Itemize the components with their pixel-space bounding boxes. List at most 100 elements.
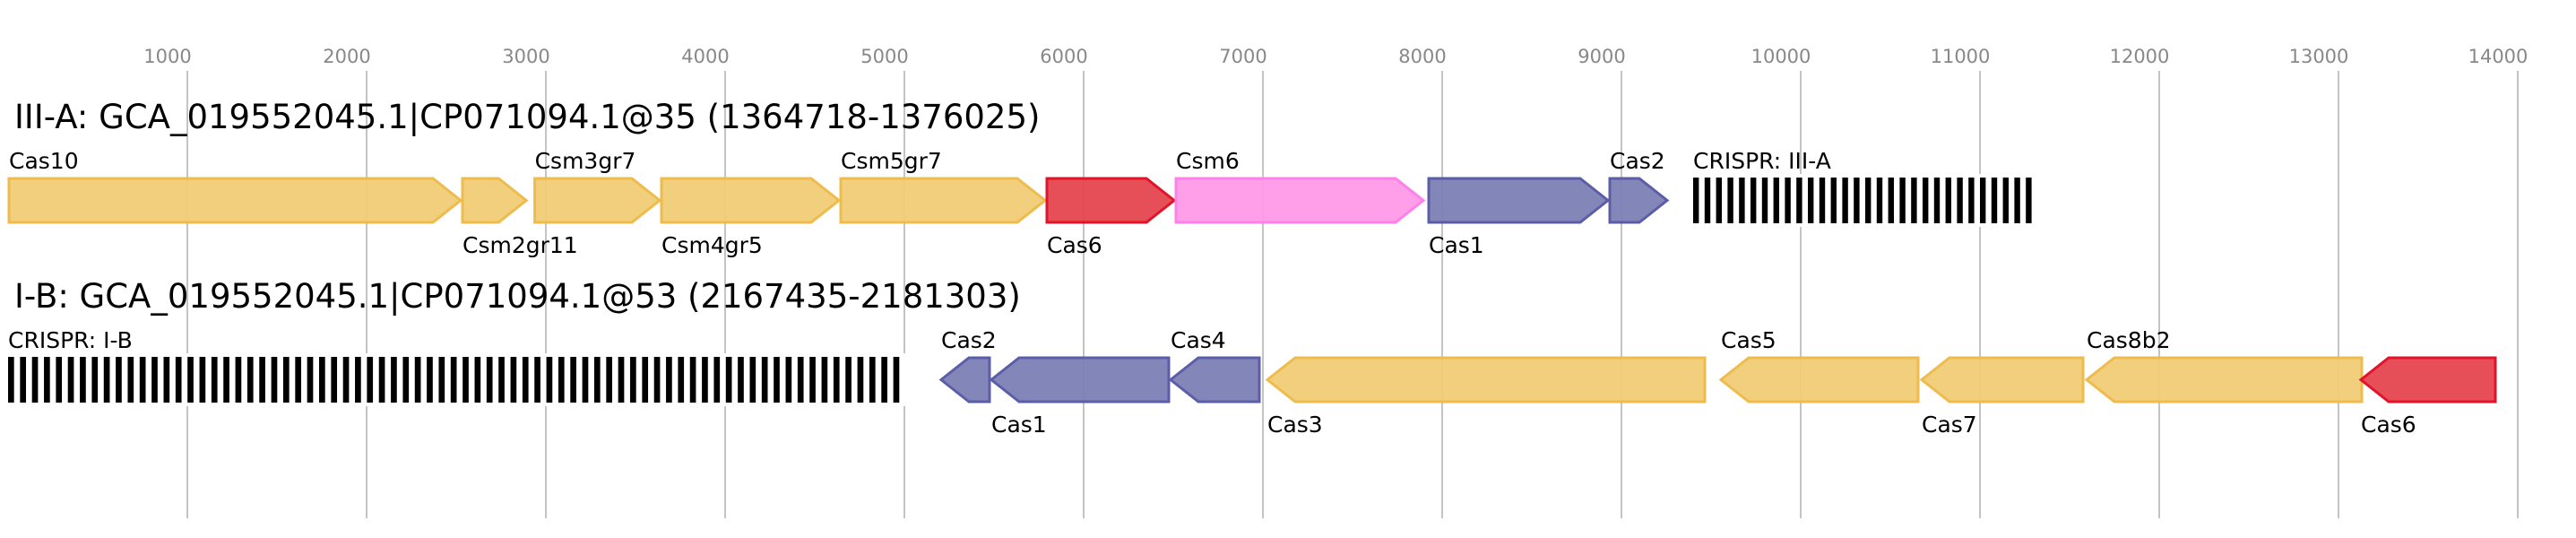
crispr-repeat <box>486 357 493 403</box>
crispr-repeat <box>678 357 685 403</box>
crispr-repeat <box>271 357 278 403</box>
crispr-repeat <box>869 357 876 403</box>
crispr-repeat <box>1980 178 1986 223</box>
crispr-repeat <box>474 357 481 403</box>
crispr-repeat <box>20 357 27 403</box>
crispr-repeat <box>1968 178 1975 223</box>
gene-cas8b2: Cas8b2 <box>2084 327 2364 404</box>
locus-iii-a: III-A: GCA_019552045.1|CP071094.1@35 (13… <box>7 98 2039 258</box>
crispr-repeat <box>1911 178 1917 223</box>
crispr-repeat <box>1785 178 1791 223</box>
crispr-repeat <box>1830 178 1837 223</box>
gene-label: Csm2gr11 <box>462 232 578 258</box>
crispr-repeat <box>857 357 864 403</box>
x-tick-label: 6000 <box>1040 46 1087 67</box>
x-tick-label: 4000 <box>681 46 729 67</box>
gene-arrow <box>461 177 529 224</box>
crispr-repeat <box>1796 178 1802 223</box>
crispr-repeat <box>1876 178 1883 223</box>
gene-label: Cas2 <box>1610 148 1665 174</box>
crispr-repeat <box>642 357 649 403</box>
crispr-repeat <box>666 357 672 403</box>
crispr-label: CRISPR: I-B <box>8 327 133 353</box>
gene-label: Cas6 <box>2361 412 2416 438</box>
crispr-repeat <box>1945 178 1951 223</box>
crispr-repeat <box>809 357 816 403</box>
gene-arrow <box>2358 356 2497 404</box>
crispr-repeat <box>116 357 122 403</box>
crispr-repeat <box>1727 178 1733 223</box>
crispr-repeat <box>175 357 182 403</box>
crispr-repeat <box>833 357 840 403</box>
gene-arrow <box>1168 356 1261 404</box>
gene-label: Cas1 <box>1429 232 1484 258</box>
gene-label: Csm4gr5 <box>661 232 763 258</box>
crispr-repeat <box>391 357 397 403</box>
crispr-array: CRISPR: I-B <box>6 327 907 406</box>
crispr-repeat <box>1888 178 1894 223</box>
gene-arrow <box>989 356 1171 404</box>
crispr-repeat <box>1923 178 1929 223</box>
locus-i-b: I-B: GCA_019552045.1|CP071094.1@53 (2167… <box>6 277 2497 438</box>
crispr-repeat <box>2014 178 2020 223</box>
crispr-repeat <box>163 357 170 403</box>
gene-arrow <box>1427 177 1611 224</box>
gene-arrow <box>7 177 463 224</box>
gene-cas4: Cas4 <box>1168 327 1261 404</box>
crispr-repeat <box>761 357 768 403</box>
crispr-repeat <box>331 357 338 403</box>
gene-cas6: Cas6 <box>1045 177 1177 258</box>
crispr-repeat <box>522 357 529 403</box>
crispr-repeat <box>653 357 661 403</box>
crispr-repeat <box>211 357 218 403</box>
gene-label: Cas6 <box>1047 232 1102 258</box>
crispr-repeat <box>1739 178 1745 223</box>
gene-label: Cas4 <box>1171 327 1226 353</box>
crispr-repeat <box>378 357 385 403</box>
x-tick-label: 14000 <box>2468 46 2528 67</box>
gene-label: Cas2 <box>941 327 997 353</box>
gene-arrow <box>660 177 842 224</box>
crispr-repeat <box>462 357 469 403</box>
crispr-repeat <box>342 357 350 403</box>
gene-label: Csm5gr7 <box>841 148 942 174</box>
crispr-repeat <box>558 357 565 403</box>
crispr-repeat <box>295 357 301 403</box>
crispr-repeat <box>235 357 242 403</box>
crispr-repeat <box>1842 178 1848 223</box>
crispr-repeat <box>199 357 206 403</box>
crispr-repeat <box>845 357 851 403</box>
gene-cas3: Cas3 <box>1265 356 1707 438</box>
crispr-repeat <box>618 357 625 403</box>
crispr-repeat <box>246 357 254 403</box>
crispr-repeat <box>367 357 374 403</box>
crispr-repeat <box>438 357 445 403</box>
crispr-label: CRISPR: III-A <box>1693 148 1831 174</box>
crispr-repeat <box>785 357 792 403</box>
gene-arrow <box>1919 356 2085 404</box>
x-tick-label: 2000 <box>323 46 370 67</box>
x-tick-label: 7000 <box>1219 46 1266 67</box>
crispr-repeat <box>546 357 553 403</box>
crispr-repeat <box>91 357 99 403</box>
crispr-repeat <box>56 357 63 403</box>
crispr-repeat <box>749 357 756 403</box>
crispr-repeat <box>1819 178 1826 223</box>
crispr-repeat <box>893 357 900 403</box>
crispr-array: CRISPR: III-A <box>1691 148 2039 227</box>
crispr-repeat <box>450 357 457 403</box>
crispr-repeat <box>427 357 433 403</box>
crispr-repeat <box>319 357 325 403</box>
gene-arrow <box>1608 177 1670 224</box>
gene-cas5: Cas5 <box>1718 327 1920 404</box>
gene-cas2: Cas2 <box>938 327 997 404</box>
gene-arrow <box>938 356 991 404</box>
crispr-repeat <box>1933 178 1941 223</box>
crispr-repeat <box>259 357 265 403</box>
crispr-repeat <box>187 357 194 403</box>
gene-label: Csm3gr7 <box>535 148 636 174</box>
crispr-repeat <box>80 357 86 403</box>
crispr-repeat <box>1750 178 1757 223</box>
gene-arrow <box>1045 177 1177 224</box>
gene-arrow <box>1265 356 1707 404</box>
